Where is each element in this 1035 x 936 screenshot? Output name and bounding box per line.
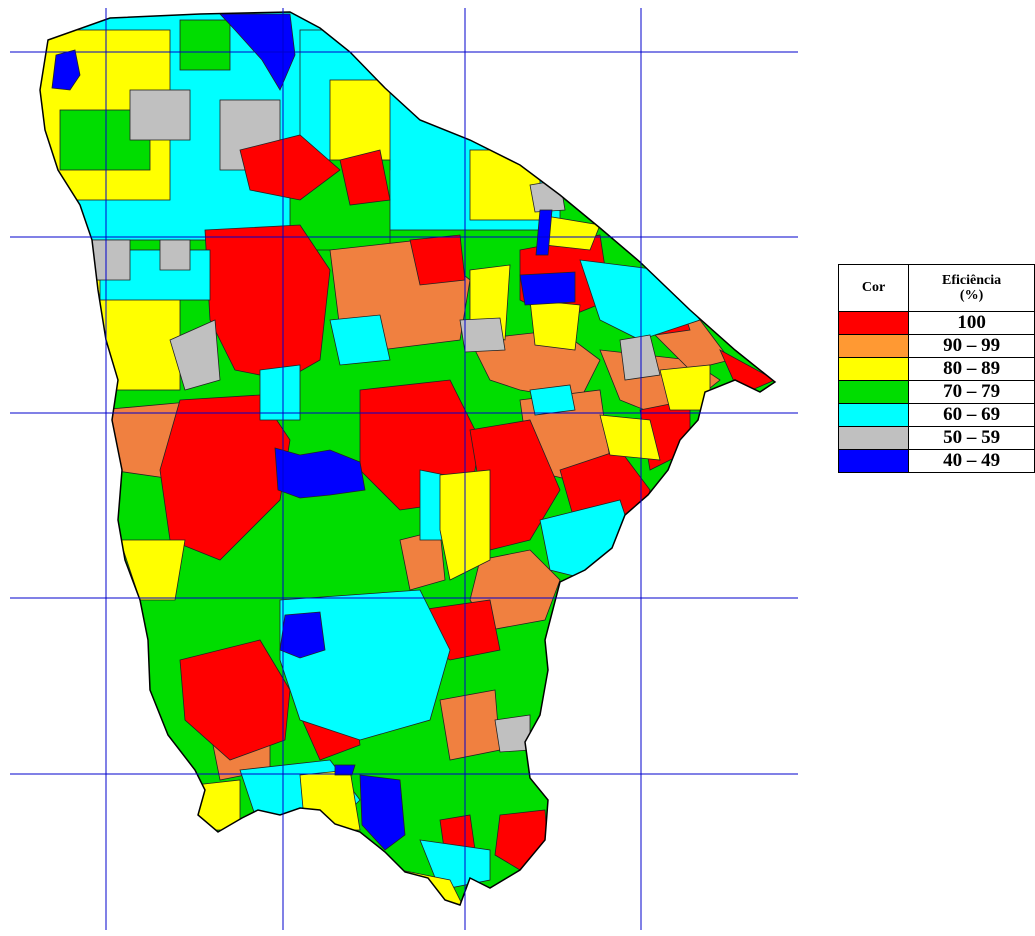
region-yellow bbox=[599, 414, 661, 461]
legend-row: 100 bbox=[837, 311, 1035, 335]
region-blue bbox=[279, 611, 326, 659]
region-blue bbox=[535, 209, 553, 256]
region-red bbox=[339, 149, 391, 206]
legend-row: 60 – 69 bbox=[837, 403, 1035, 427]
region-cyan bbox=[529, 384, 576, 416]
legend-value: 40 – 49 bbox=[908, 449, 1035, 473]
map-legend: Cor Eficiência (%) 100 90 – 99 80 – 89 7… bbox=[837, 264, 1035, 473]
legend-header-color: Cor bbox=[837, 264, 910, 312]
region-yellow bbox=[299, 769, 361, 831]
legend-swatch bbox=[837, 426, 910, 450]
region-blue bbox=[274, 447, 366, 499]
legend-row: 40 – 49 bbox=[837, 449, 1035, 473]
region-cyan bbox=[279, 589, 451, 741]
legend-row: 80 – 89 bbox=[837, 357, 1035, 381]
region-gray bbox=[169, 319, 221, 391]
region-yellow bbox=[469, 149, 541, 221]
legend-header-unit: (%) bbox=[959, 288, 984, 303]
legend-value: 90 – 99 bbox=[908, 334, 1035, 358]
region-orange bbox=[439, 689, 501, 761]
region-blue bbox=[519, 271, 576, 306]
legend-value: 70 – 79 bbox=[908, 380, 1035, 404]
region-gray bbox=[129, 89, 191, 141]
legend-value: 100 bbox=[908, 311, 1035, 335]
legend-row: 90 – 99 bbox=[837, 334, 1035, 358]
region-cyan bbox=[329, 314, 391, 366]
legend-header-efficiency: Eficiência (%) bbox=[908, 264, 1035, 312]
legend-swatch bbox=[837, 311, 910, 335]
legend-swatch bbox=[837, 380, 910, 404]
region-red bbox=[179, 639, 291, 761]
legend-value: 50 – 59 bbox=[908, 426, 1035, 450]
region-blue bbox=[334, 764, 356, 776]
region-green bbox=[179, 19, 231, 71]
region-yellow bbox=[529, 299, 581, 351]
region-gray bbox=[459, 317, 506, 353]
region-red bbox=[719, 349, 775, 396]
region-orange bbox=[469, 549, 561, 631]
legend-header: Cor Eficiência (%) bbox=[837, 264, 1035, 312]
legend-row: 70 – 79 bbox=[837, 380, 1035, 404]
region-red bbox=[239, 134, 341, 201]
legend-swatch bbox=[837, 357, 910, 381]
region-gray bbox=[159, 239, 191, 271]
legend-value: 80 – 89 bbox=[908, 357, 1035, 381]
region-cyan bbox=[259, 364, 301, 421]
legend-row: 50 – 59 bbox=[837, 426, 1035, 450]
region-blue bbox=[359, 774, 406, 851]
region-gray bbox=[619, 334, 661, 381]
region-gray bbox=[494, 714, 531, 753]
region-red bbox=[409, 234, 466, 286]
legend-swatch bbox=[837, 334, 910, 358]
legend-swatch bbox=[837, 449, 910, 473]
legend-swatch bbox=[837, 403, 910, 427]
region-yellow bbox=[119, 539, 186, 601]
region-blue bbox=[51, 49, 81, 91]
map-grid bbox=[10, 8, 798, 930]
legend-header-efficiency-label: Eficiência bbox=[942, 273, 1002, 288]
legend-value: 60 – 69 bbox=[908, 403, 1035, 427]
